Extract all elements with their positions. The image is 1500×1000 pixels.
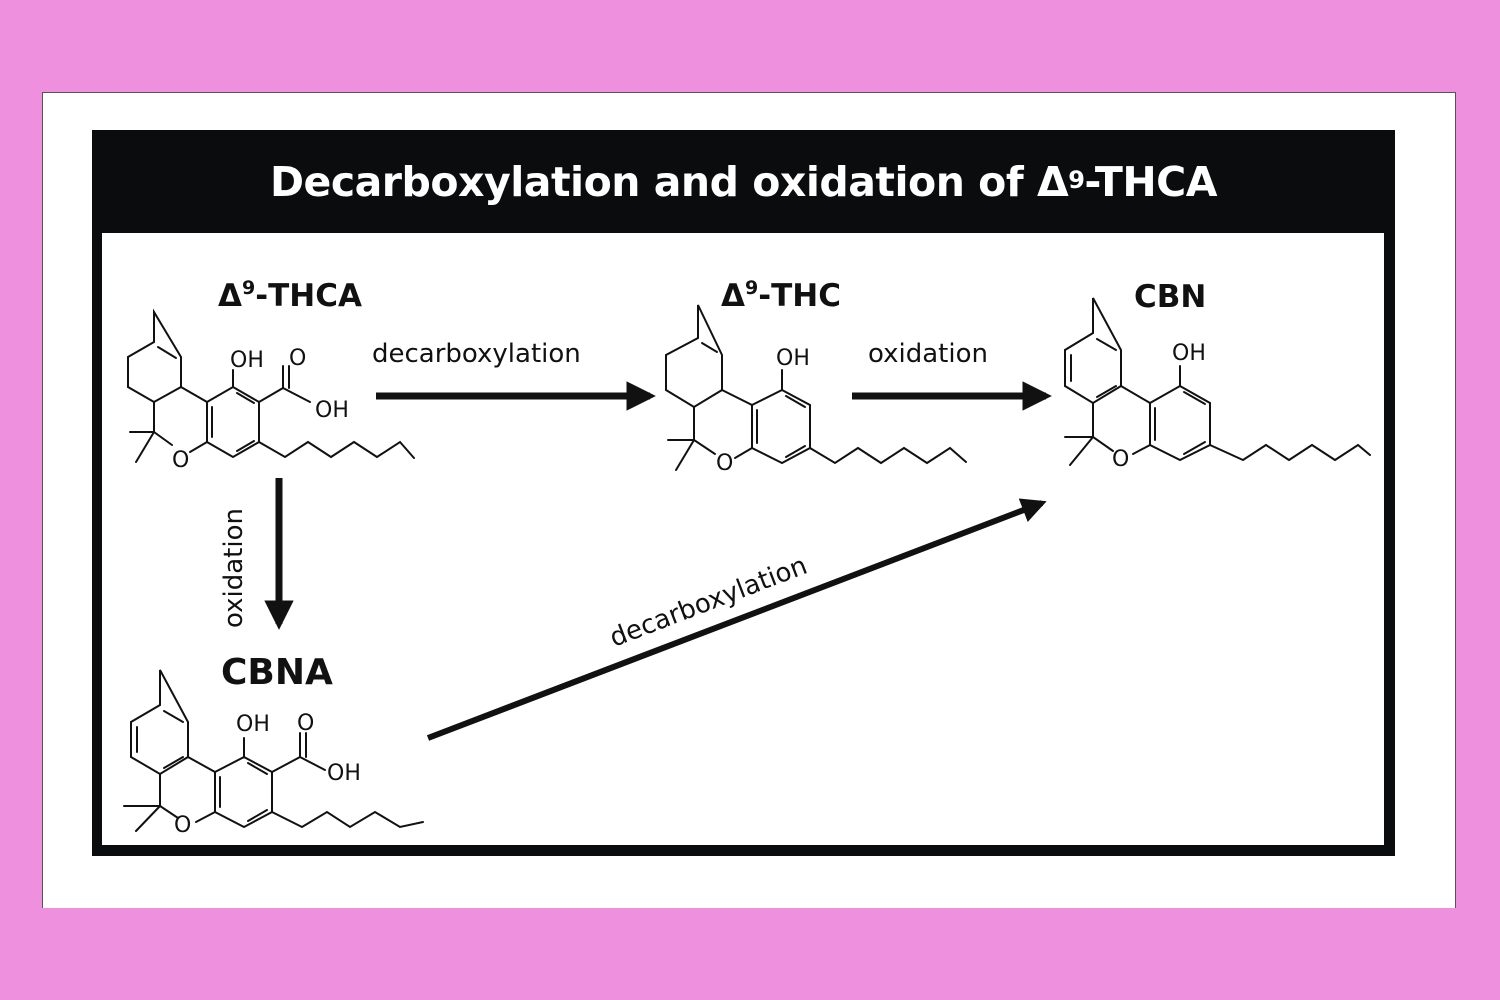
thca-carbonyl-o-label: O bbox=[289, 346, 306, 371]
molecule-thca bbox=[127, 308, 415, 463]
title-suffix: -THCA bbox=[1084, 157, 1217, 206]
arrow-cbna-to-cbn bbox=[426, 498, 1047, 741]
cbna-acid-oh-label: OH bbox=[327, 761, 361, 786]
molecule-cbn bbox=[1064, 297, 1371, 466]
diagram-area bbox=[102, 233, 1384, 845]
cbna-ring-o-label: O bbox=[174, 813, 191, 838]
molecule-thc bbox=[665, 304, 967, 471]
title-prefix: Decarboxylation and oxidation of Δ bbox=[270, 157, 1069, 206]
molecule-cbna bbox=[123, 669, 424, 832]
title-superscript: 9 bbox=[1068, 165, 1085, 194]
thca-ring-o-label: O bbox=[172, 448, 189, 473]
cbna-name: CBNA bbox=[221, 652, 333, 693]
thca-oh-label: OH bbox=[230, 348, 264, 373]
thc-oh-label: OH bbox=[776, 346, 810, 371]
cbn-ring-o-label: O bbox=[1112, 447, 1129, 472]
thca-acid-oh-label: OH bbox=[315, 398, 349, 423]
thca-name: Δ9-THCA bbox=[218, 277, 362, 314]
cbna-oh-label: OH bbox=[236, 712, 270, 737]
cbn-name: CBN bbox=[1134, 279, 1206, 315]
cbna-carbonyl-o-label: O bbox=[297, 711, 314, 736]
cbn-oh-label: OH bbox=[1172, 341, 1206, 366]
thc-ring-o-label: O bbox=[716, 451, 733, 476]
label-decarboxylation-top: decarboxylation bbox=[372, 339, 581, 369]
label-oxidation-top: oxidation bbox=[868, 339, 988, 369]
label-oxidation-vertical: oxidation bbox=[219, 508, 249, 628]
thc-name: Δ9-THC bbox=[721, 277, 841, 314]
